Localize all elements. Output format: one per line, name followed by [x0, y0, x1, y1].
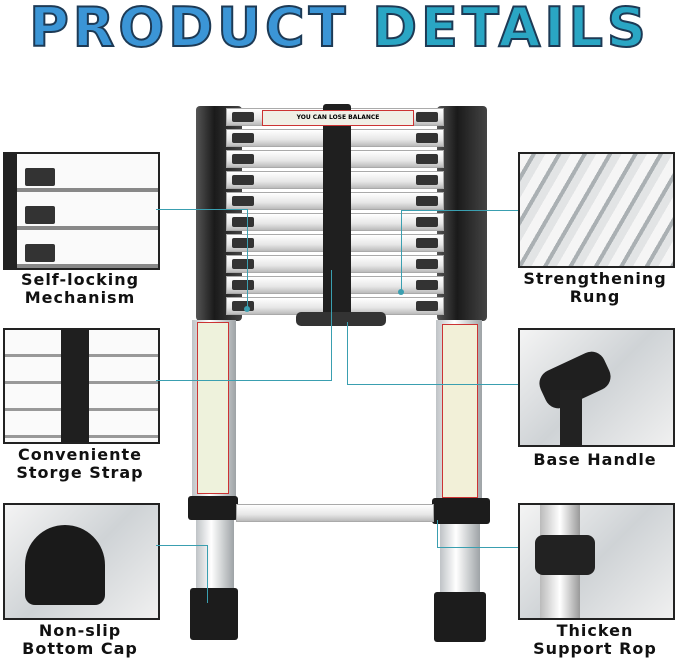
- lock-tab: [416, 175, 438, 185]
- lock-tab: [232, 217, 254, 227]
- left-bottom-cap: [190, 588, 238, 640]
- lock-tab: [416, 154, 438, 164]
- right-collar: [432, 498, 490, 524]
- page-title: PRODUCT DETAILS: [0, 0, 679, 60]
- base-handle: [296, 312, 386, 326]
- lock-tab: [232, 238, 254, 248]
- lock-tab: [232, 133, 254, 143]
- label-base-handle: Base Handle: [533, 450, 657, 469]
- detail-bottom-cap: [3, 503, 160, 620]
- lock-tab: [416, 238, 438, 248]
- lock-tab: [232, 280, 254, 290]
- callout-line: [401, 210, 518, 211]
- callout-line: [207, 545, 208, 603]
- callout-line: [347, 322, 348, 385]
- lock-tab: [416, 301, 438, 311]
- lock-tab: [232, 175, 254, 185]
- lock-tab: [232, 154, 254, 164]
- lock-tab: [232, 196, 254, 206]
- warning-sticker: YOU CAN LOSE BALANCE: [262, 110, 414, 126]
- callout-line: [401, 210, 402, 292]
- callout-line: [437, 520, 438, 547]
- left-collar: [188, 496, 238, 520]
- right-label-sticker: [442, 324, 478, 498]
- right-tube-lower: [440, 524, 480, 594]
- lock-tab: [416, 112, 438, 122]
- storage-strap: [323, 104, 351, 322]
- lock-tab: [232, 112, 254, 122]
- lock-tab: [416, 217, 438, 227]
- left-tube-lower: [196, 520, 234, 590]
- title-word-details: DETAILS: [371, 0, 650, 60]
- lock-tab: [232, 301, 254, 311]
- lock-tab: [232, 259, 254, 269]
- detail-strengthening-rung: [518, 152, 675, 268]
- detail-base-handle: [518, 328, 675, 447]
- callout-line: [437, 547, 518, 548]
- title-word-product: PRODUCT: [28, 0, 350, 60]
- lock-tab: [416, 196, 438, 206]
- bottom-rung: [236, 504, 434, 522]
- lock-tab: [416, 280, 438, 290]
- right-bottom-cap: [434, 592, 486, 642]
- callout-dot: [244, 306, 250, 312]
- callout-line: [247, 209, 248, 309]
- callout-line: [156, 380, 332, 381]
- callout-line: [156, 545, 208, 546]
- right-stile-top: [437, 106, 487, 321]
- callout-line: [347, 384, 518, 385]
- callout-line: [331, 270, 332, 380]
- detail-support-rod: [518, 503, 675, 620]
- callout-line: [156, 209, 248, 210]
- lock-tab: [416, 133, 438, 143]
- detail-self-locking: [3, 152, 160, 270]
- left-label-sticker: [197, 322, 229, 494]
- detail-storage-strap: [3, 328, 160, 444]
- callout-dot: [398, 289, 404, 295]
- lock-tab: [416, 259, 438, 269]
